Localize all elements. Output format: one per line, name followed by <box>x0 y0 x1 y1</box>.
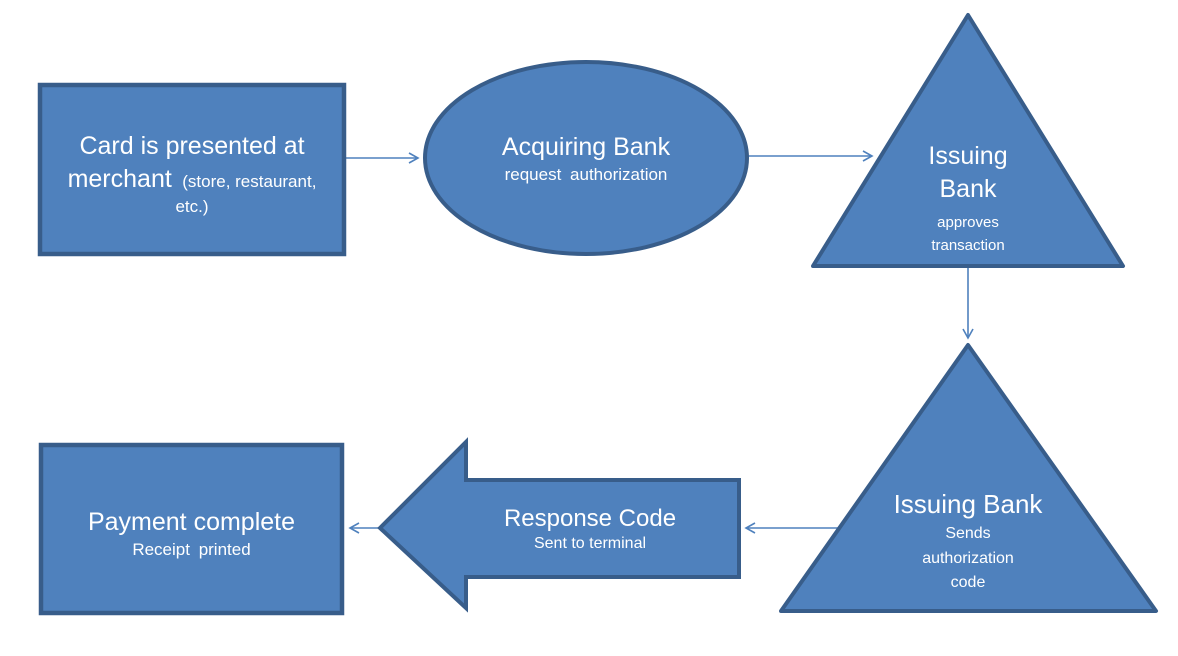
response-code-node-shape <box>377 437 741 613</box>
connector-group <box>345 150 974 534</box>
merchant-node-shape <box>37 82 347 257</box>
issuing-bank-sends-node-shape <box>779 343 1158 613</box>
acquiring-bank-node-shape <box>423 60 749 256</box>
payment-complete-node-shape <box>38 442 345 616</box>
issuing-bank-approves-node-shape <box>811 13 1125 268</box>
